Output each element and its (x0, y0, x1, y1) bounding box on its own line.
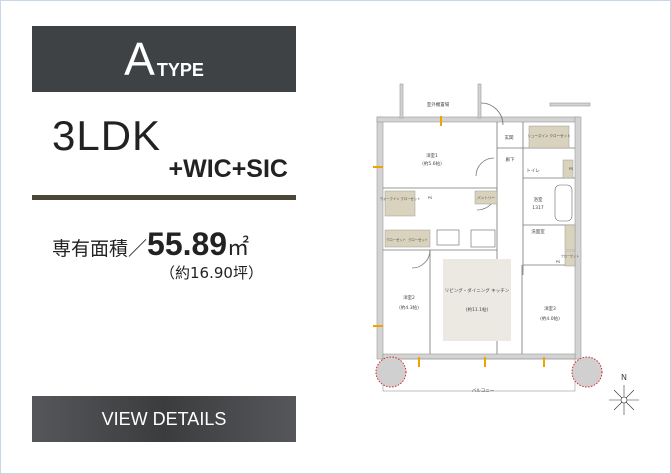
label-closet-a: クローゼット (386, 237, 406, 242)
label-western2: 洋室2 (403, 294, 415, 301)
layout-extra: +WIC+SIC (168, 155, 288, 183)
label-closet-c: クローゼット (561, 253, 579, 258)
label-ldk-size: (約11.1帖) (466, 306, 489, 313)
label-western2-size: (約4.3帖) (399, 304, 419, 311)
label-pantry: パントリー (477, 195, 495, 200)
type-header: A TYPE (32, 26, 296, 92)
column-left (375, 356, 407, 388)
ldk-area (443, 259, 511, 341)
column-right (571, 356, 603, 388)
label-ldk: リビング・ダイニング キッチン (445, 287, 510, 294)
storage-areas (384, 125, 576, 267)
label-outdoor-unit: 室外機置場 (427, 101, 450, 108)
bathtub-icon (554, 184, 573, 222)
label-bath-size: 1317 (532, 205, 544, 211)
area-unit: ㎡ (227, 236, 250, 261)
label-western1-size: (約5.6帖) (422, 160, 442, 167)
stove-icon (436, 229, 460, 246)
label-western1: 洋室1 (426, 152, 438, 159)
label-western3-size: (約4.0帖) (540, 315, 560, 322)
label-washroom: 洗面室 (531, 228, 545, 235)
walls (376, 83, 591, 360)
label-ps3: PS (556, 260, 561, 264)
label-toilet: トイレ (526, 169, 540, 174)
floor-area: 専有面積／55.89㎡ (52, 226, 249, 263)
floor-plan: N 室外機置場 玄関 シューズイン クローゼット 廊下 トイレ PS 洋室1 (… (373, 83, 639, 415)
label-ps2: PS (428, 196, 433, 200)
label-bath: 浴室 (534, 196, 543, 203)
compass-north: N (621, 373, 627, 382)
sink-icon (470, 229, 496, 248)
label-closet-b: クローゼット (408, 237, 428, 242)
label-entrance: 玄関 (505, 134, 514, 141)
area-tsubo: （約16.90坪） (160, 264, 263, 282)
label-balcony: バルコニー (472, 388, 495, 394)
area-value: 55.89 (147, 226, 228, 262)
type-label: TYPE (156, 60, 204, 80)
compass-icon (609, 385, 639, 415)
label-ps1: PS (569, 167, 574, 171)
label-hall: 廊下 (506, 156, 515, 163)
type-letter: A (124, 33, 155, 85)
balcony-area (382, 358, 576, 392)
area-label: 専有面積／ (52, 238, 148, 260)
label-western3: 洋室3 (544, 305, 556, 312)
layout-name: 3LDK (52, 112, 162, 159)
divider (32, 195, 296, 200)
view-details-button[interactable]: VIEW DETAILS (32, 396, 296, 442)
label-wic: ウォークイン クローゼット (380, 196, 421, 201)
label-shoe-closet: シューズイン クローゼット (528, 133, 571, 138)
window-markers (373, 116, 545, 367)
